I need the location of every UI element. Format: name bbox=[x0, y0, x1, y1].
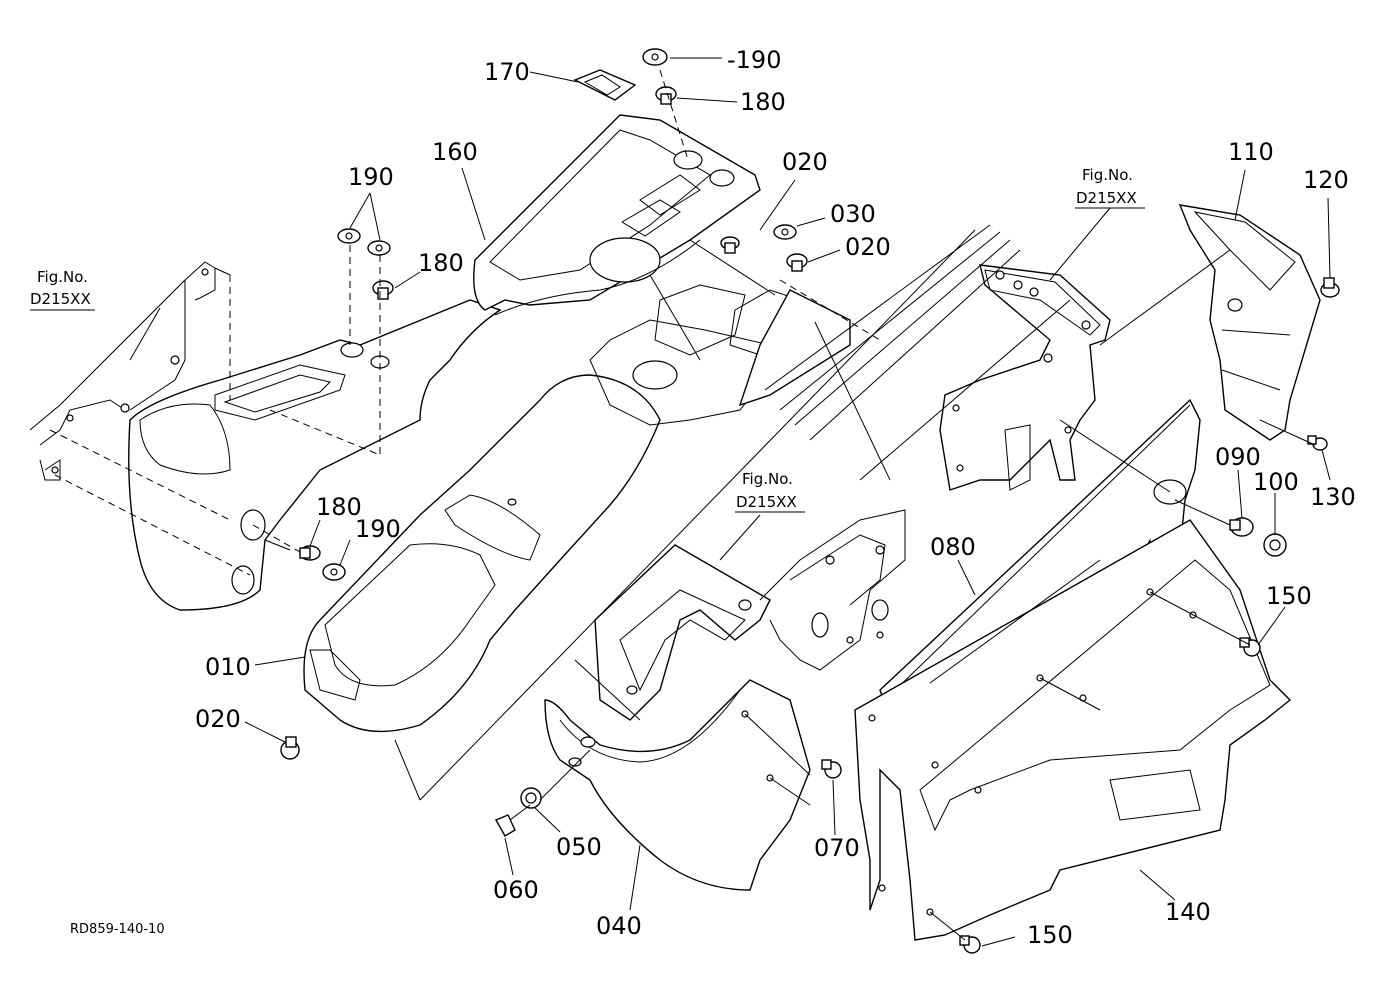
callout-190-top: -190 bbox=[727, 46, 781, 74]
bolt-180-left bbox=[372, 280, 394, 300]
clips-190-left bbox=[337, 228, 391, 256]
clip-050 bbox=[520, 787, 542, 809]
callout-060: 060 bbox=[493, 876, 539, 904]
callout-140: 140 bbox=[1165, 898, 1211, 926]
lower-front-cover-040 bbox=[544, 679, 811, 891]
callout-150-b: 150 bbox=[1027, 921, 1073, 949]
callout-010: 010 bbox=[205, 653, 251, 681]
svg-text:Fig.No.: Fig.No. bbox=[742, 470, 793, 488]
bolt-180-top bbox=[655, 86, 677, 105]
callout-030: 030 bbox=[830, 200, 876, 228]
drawing-reference-number: RD859-140-10 bbox=[70, 922, 165, 937]
fig-ref-left: Fig.No. D215XX bbox=[30, 268, 91, 308]
right-upper-cover-110 bbox=[1178, 204, 1321, 441]
bolt-120 bbox=[1320, 277, 1340, 298]
callout-190-left: 190 bbox=[348, 163, 394, 191]
lower-side-cover-140 bbox=[854, 519, 1292, 941]
left-console-side-panel bbox=[128, 299, 502, 611]
callout-050: 050 bbox=[556, 833, 602, 861]
svg-text:D215XX: D215XX bbox=[1076, 189, 1137, 207]
callout-150-a: 150 bbox=[1266, 582, 1312, 610]
callout-leader-lines bbox=[30, 57, 1331, 947]
left-mounting-bracket bbox=[29, 261, 231, 481]
callout-020-a: 020 bbox=[782, 148, 828, 176]
installation-lines bbox=[394, 224, 1316, 941]
callout-070: 070 bbox=[814, 834, 860, 862]
callout-170: 170 bbox=[484, 58, 530, 86]
callout-110: 110 bbox=[1228, 138, 1274, 166]
callout-040: 040 bbox=[596, 912, 642, 940]
assembly-guide-lines bbox=[49, 69, 881, 576]
grommet-170 bbox=[573, 69, 637, 101]
bolt-020-right bbox=[786, 253, 808, 272]
fig-ref-center: Fig.No. D215XX bbox=[736, 470, 797, 511]
bolt-150-bottom bbox=[959, 935, 981, 954]
clip-030 bbox=[773, 224, 797, 240]
svg-text:D215XX: D215XX bbox=[30, 290, 91, 308]
clip-190-top bbox=[642, 48, 668, 66]
bolt-070 bbox=[821, 759, 842, 779]
right-mounting-bracket bbox=[939, 264, 1111, 491]
callout-090: 090 bbox=[1215, 443, 1261, 471]
bolt-180-mid bbox=[299, 545, 321, 561]
callout-180-top: 180 bbox=[740, 88, 786, 116]
cap-100 bbox=[1263, 533, 1287, 557]
bolt-090 bbox=[1229, 517, 1254, 537]
clip-190-mid bbox=[322, 563, 346, 581]
callout-120: 120 bbox=[1303, 166, 1349, 194]
callout-160: 160 bbox=[432, 138, 478, 166]
bolt-020-bottom bbox=[280, 736, 300, 760]
callout-180-mid: 180 bbox=[316, 493, 362, 521]
callout-130: 130 bbox=[1310, 483, 1356, 511]
svg-text:Fig.No.: Fig.No. bbox=[1082, 166, 1133, 184]
svg-text:Fig.No.: Fig.No. bbox=[37, 268, 88, 286]
callout-080: 080 bbox=[930, 533, 976, 561]
center-console-tray bbox=[473, 114, 761, 316]
callout-020-b: 020 bbox=[845, 233, 891, 261]
bolt-020-top bbox=[720, 236, 740, 254]
main-console-body bbox=[303, 284, 851, 733]
fig-ref-right: Fig.No. D215XX bbox=[1076, 166, 1137, 207]
svg-text:D215XX: D215XX bbox=[736, 493, 797, 511]
center-mounting-bracket bbox=[594, 509, 906, 721]
callout-180-left: 180 bbox=[418, 249, 464, 277]
callout-020-c: 020 bbox=[195, 705, 241, 733]
callout-100: 100 bbox=[1253, 468, 1299, 496]
callout-labels: -190 170 180 160 020 030 020 190 180 110… bbox=[195, 46, 1356, 949]
callout-190-mid: 190 bbox=[355, 515, 401, 543]
